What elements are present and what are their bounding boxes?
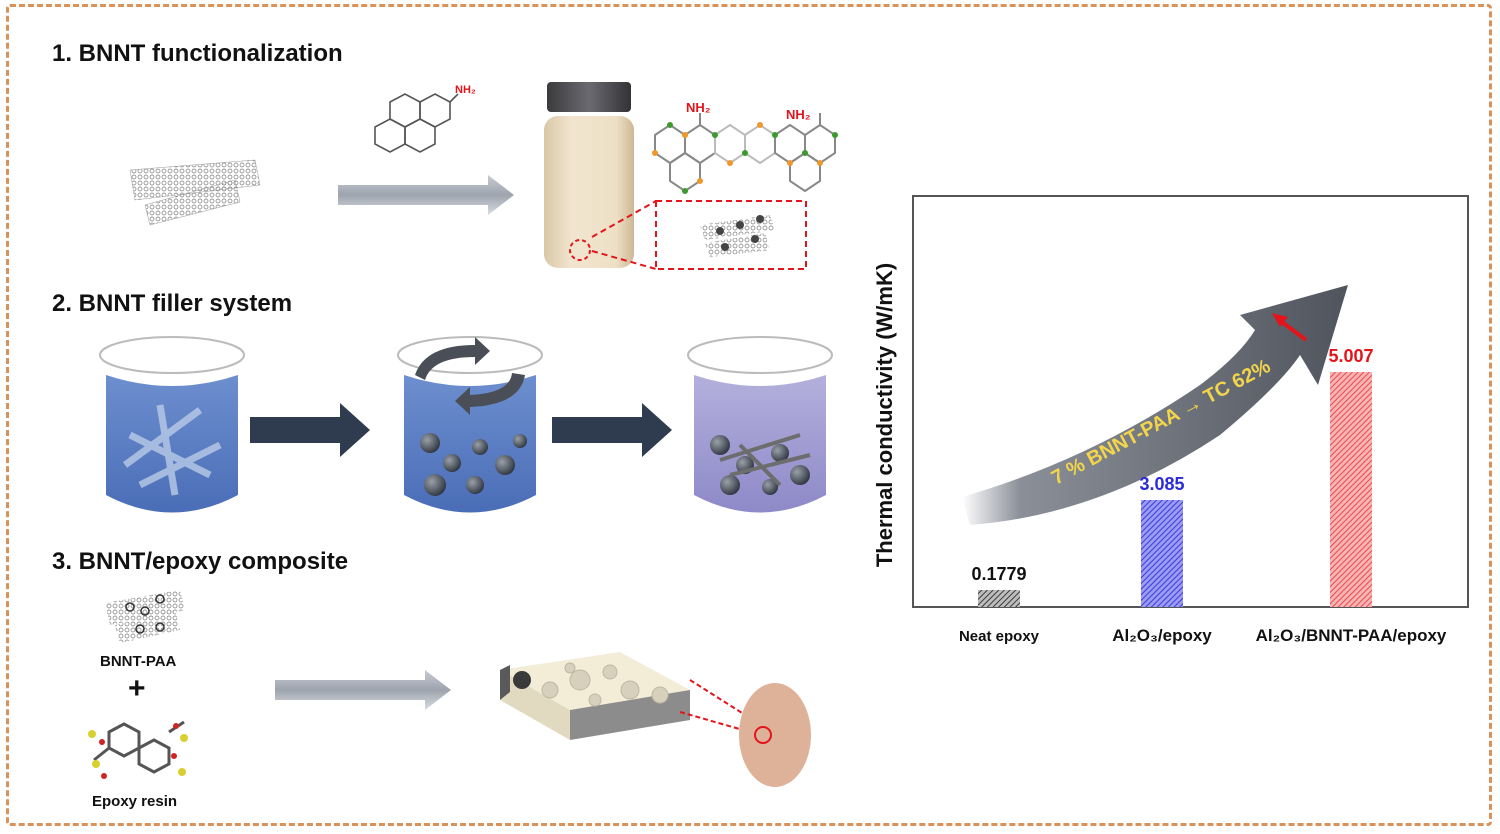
value-label-2: 5.007 — [1328, 346, 1373, 366]
trend-arrow-icon — [962, 285, 1348, 525]
right-arrow-icon — [275, 670, 451, 710]
nh2-label-right: NH₂ — [786, 107, 811, 122]
composite-block-icon — [500, 652, 751, 740]
nh2-label: NH₂ — [455, 84, 476, 96]
thermal-conductivity-chart: Thermal conductivity (W/mK) 7 % BNNT-PAA… — [872, 195, 1469, 645]
epoxy-resin-label: Epoxy resin — [92, 793, 178, 810]
section-title-filler-system: 2. BNNT filler system — [52, 290, 293, 317]
category-label-0: Neat epoxy — [959, 628, 1040, 645]
epoxy-molecule-icon — [88, 720, 188, 779]
composite-disc-icon — [739, 683, 811, 787]
value-label-0: 0.1779 — [971, 564, 1026, 584]
value-label-1: 3.085 — [1139, 474, 1184, 494]
y-axis-label: Thermal conductivity (W/mK) — [872, 263, 897, 567]
beaker-stirring-icon — [397, 336, 543, 513]
right-arrow-icon — [552, 403, 672, 457]
nh2-label-left: NH₂ — [686, 100, 711, 115]
vial-icon — [544, 82, 634, 268]
bnnt-paa-icon — [105, 590, 185, 643]
rotation-arrows-icon — [415, 337, 525, 415]
bar-1 — [1141, 500, 1183, 607]
dashed-border-frame — [6, 4, 1492, 826]
right-arrow-icon — [250, 403, 370, 457]
right-arrow-icon — [338, 175, 514, 215]
category-label-1: Al₂O₃/epoxy — [1112, 626, 1212, 645]
aminopyrene-molecule-icon — [374, 93, 459, 153]
bnnt-tube-icon — [129, 159, 261, 226]
category-label-2: Al₂O₃/BNNT-PAA/epoxy — [1256, 626, 1447, 645]
bar-0 — [978, 590, 1020, 607]
bar-2 — [1330, 372, 1372, 607]
zoom-inset-icon — [591, 200, 807, 270]
section-title-epoxy-composite: 3. BNNT/epoxy composite — [52, 548, 349, 575]
beaker-bnnt-icon — [99, 336, 245, 513]
bnnt-paa-label: BNNT-PAA — [100, 653, 177, 670]
beaker-composite-filler-icon — [687, 336, 833, 513]
bnnt-lattice-icon — [652, 113, 838, 194]
plus-sign: + — [128, 672, 146, 705]
filler-system-illustration — [99, 336, 833, 513]
section-title-functionalization: 1. BNNT functionalization — [52, 40, 343, 67]
